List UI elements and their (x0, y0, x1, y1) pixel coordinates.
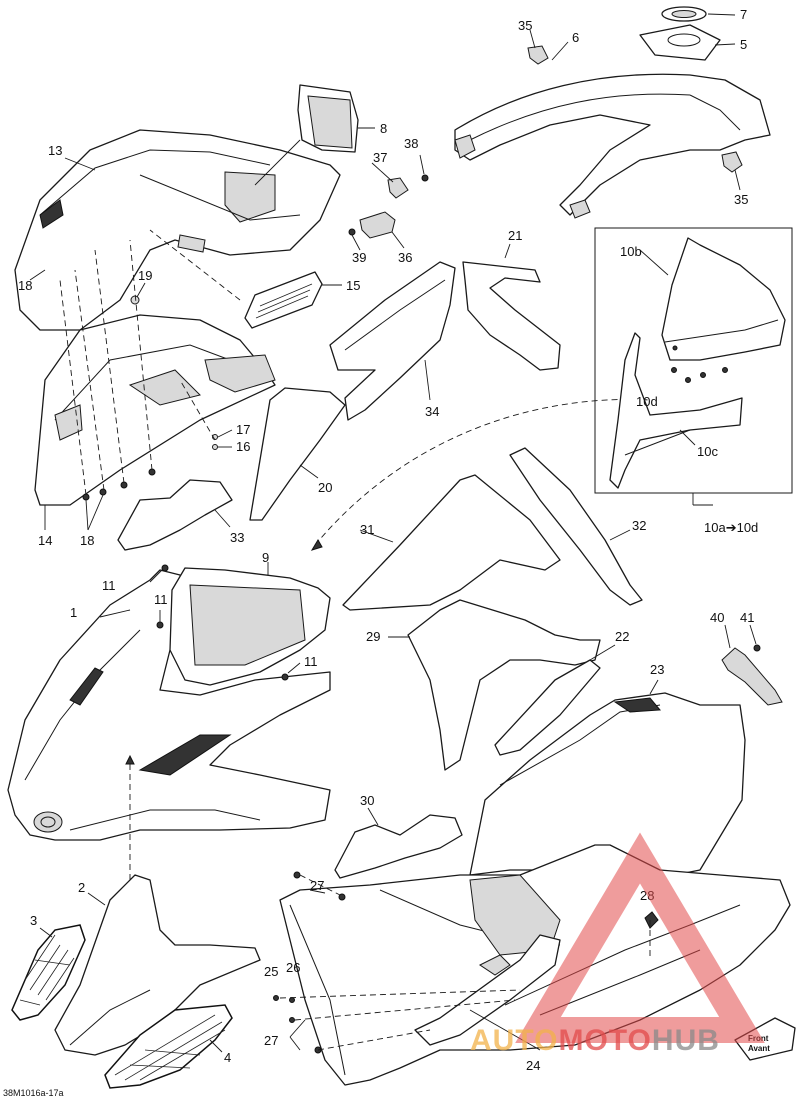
callout-11-c: 11 (304, 654, 318, 669)
callout-20: 20 (318, 480, 332, 495)
watermark-moto: MOTO (558, 1024, 651, 1057)
callout-8: 8 (380, 121, 387, 136)
callout-27-bottom: 27 (264, 1033, 278, 1048)
part-33-panel (117, 479, 233, 551)
callout-40: 40 (710, 610, 724, 625)
part-41-screw (749, 624, 761, 652)
small-hardware-top-left (59, 229, 241, 501)
callout-18-top: 18 (18, 278, 32, 293)
callout-10c: 10c (697, 444, 718, 459)
part-23-side-panel (469, 679, 746, 881)
callout-30: 30 (360, 793, 374, 808)
callout-14: 14 (38, 533, 52, 548)
callout-31: 31 (360, 522, 374, 537)
part-31-panel (342, 474, 561, 611)
callout-38: 38 (404, 136, 418, 151)
callout-39: 39 (352, 250, 366, 265)
callout-11-a: 11 (102, 578, 116, 593)
part-29-panel (388, 599, 601, 771)
part-20-panel (249, 387, 346, 521)
part-37-clip (387, 177, 409, 199)
part-11-fasteners (149, 564, 301, 681)
callout-35-top: 35 (518, 18, 532, 33)
part-39-nut (348, 228, 356, 236)
part-3-grille-left (11, 924, 86, 1021)
callout-37: 37 (373, 150, 387, 165)
reference-code: 38M1016a-17a (3, 1088, 64, 1098)
callout-4: 4 (224, 1050, 231, 1065)
part-4-grille-right (104, 1004, 233, 1089)
callout-36: 36 (398, 250, 412, 265)
callout-17: 17 (236, 422, 250, 437)
part-22-strip (494, 644, 616, 756)
callout-18-bottom: 18 (80, 533, 94, 548)
avant-label: Avant (748, 1044, 770, 1053)
callout-24: 24 (526, 1058, 540, 1073)
callout-19: 19 (138, 268, 152, 283)
callout-25: 25 (264, 964, 278, 979)
callout-10d: 10d (636, 394, 658, 409)
automotohub-watermark: AUTOMOTOHUB (470, 832, 765, 1057)
part-21-side-panel (462, 243, 561, 371)
part-2-lower-nose (54, 874, 261, 1056)
part-13-dash-console (14, 129, 341, 331)
part-7-ring (661, 6, 707, 22)
callout-23: 23 (650, 662, 664, 677)
watermark-text: AUTOMOTOHUB (470, 1024, 720, 1057)
callout-11-b: 11 (154, 592, 168, 607)
part-34-panel (329, 261, 456, 421)
part-35-clip-top (527, 45, 549, 65)
belly-pan-fasteners (273, 871, 659, 1054)
callout-33: 33 (230, 530, 244, 545)
callout-16: 16 (236, 439, 250, 454)
part-14-lower-console (34, 314, 276, 506)
callout-7: 7 (740, 7, 747, 22)
part-1-nose-cone (7, 569, 331, 841)
callout-29: 29 (366, 629, 380, 644)
part-35-clip-bottom (721, 151, 743, 173)
part-9-headlight-housing (169, 562, 331, 686)
callout-21: 21 (508, 228, 522, 243)
callout-15: 15 (346, 278, 360, 293)
callout-32: 32 (632, 518, 646, 533)
part-36-bracket (359, 211, 405, 249)
callout-leaders (29, 13, 741, 618)
watermark-triangle-icon (515, 832, 765, 1043)
callout-2: 2 (78, 880, 85, 895)
callout-34: 34 (425, 404, 439, 419)
callout-labels: 35 6 7 5 35 8 38 37 39 36 13 18 19 15 21… (3, 7, 758, 1098)
callout-22: 22 (615, 629, 629, 644)
callout-27-top: 27 (310, 878, 324, 893)
callout-1: 1 (70, 605, 77, 620)
watermark-auto: AUTO (470, 1024, 558, 1057)
part-8-gauge (254, 84, 375, 186)
callout-3: 3 (30, 913, 37, 928)
callout-5: 5 (740, 37, 747, 52)
part-30-panel (334, 807, 463, 879)
callout-10a-10d: 10a➔10d (704, 520, 758, 535)
part-6-upper-console (454, 73, 771, 219)
callout-41: 41 (740, 610, 754, 625)
part-15-vent-grille (244, 271, 342, 329)
callout-10b: 10b (620, 244, 642, 259)
callout-9: 9 (262, 550, 269, 565)
part-40-latch (721, 624, 783, 706)
callout-26: 26 (286, 960, 300, 975)
watermark-hub: HUB (652, 1024, 720, 1057)
part-32-strip (509, 447, 643, 606)
callout-6: 6 (572, 30, 579, 45)
callout-35-bottom: 35 (734, 192, 748, 207)
part-38-screw (419, 154, 429, 182)
callout-13: 13 (48, 143, 62, 158)
part-5-gasket (639, 24, 721, 61)
windshield-kit-box (594, 227, 793, 506)
